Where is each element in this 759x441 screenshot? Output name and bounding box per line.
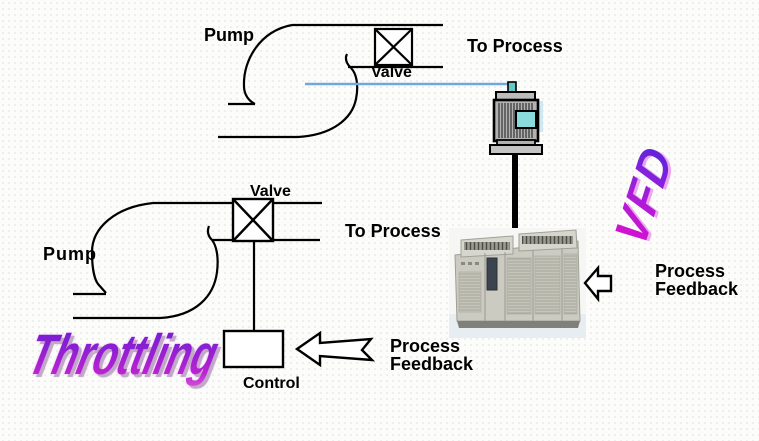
vfd-process-feedback-line2: Feedback [655, 279, 739, 299]
vfd-valve-label: Valve [371, 64, 412, 81]
vfd-feedback-arrow [583, 264, 613, 303]
throttling-process-feedback-line1: Process [390, 336, 461, 356]
vfd-wordart-text: VFD [603, 137, 683, 254]
control-box [222, 329, 285, 369]
throttling-process-feedback-label: Process Feedback [390, 337, 490, 373]
throttling-valve-label: Valve [250, 183, 291, 200]
vfd-to-process-label: To Process [467, 36, 563, 56]
throttling-wordart-text: Throttling [22, 323, 225, 387]
throttling-valve-symbol [231, 197, 275, 243]
throttling-pump-drawing [73, 201, 322, 320]
throttling-feedback-arrow [294, 330, 376, 368]
throttling-process-feedback-line2: Feedback [390, 354, 474, 374]
vfd-cabinet-image [449, 228, 586, 338]
vfd-process-feedback-line1: Process [655, 261, 726, 281]
throttling-to-process-label: To Process [345, 221, 441, 241]
motor-image [489, 81, 543, 155]
throttling-pump-label: Pump [43, 244, 98, 264]
vfd-process-feedback-label: Process Feedback [655, 262, 755, 298]
control-label: Control [243, 375, 300, 392]
vfd-pump-drawing [218, 23, 443, 139]
throttling-wordart-title: Throttling [22, 322, 242, 417]
vfd-wordart-title: VFD [578, 128, 708, 263]
vfd-pump-label: Pump [204, 25, 255, 45]
vfd-valve-symbol [373, 27, 414, 67]
